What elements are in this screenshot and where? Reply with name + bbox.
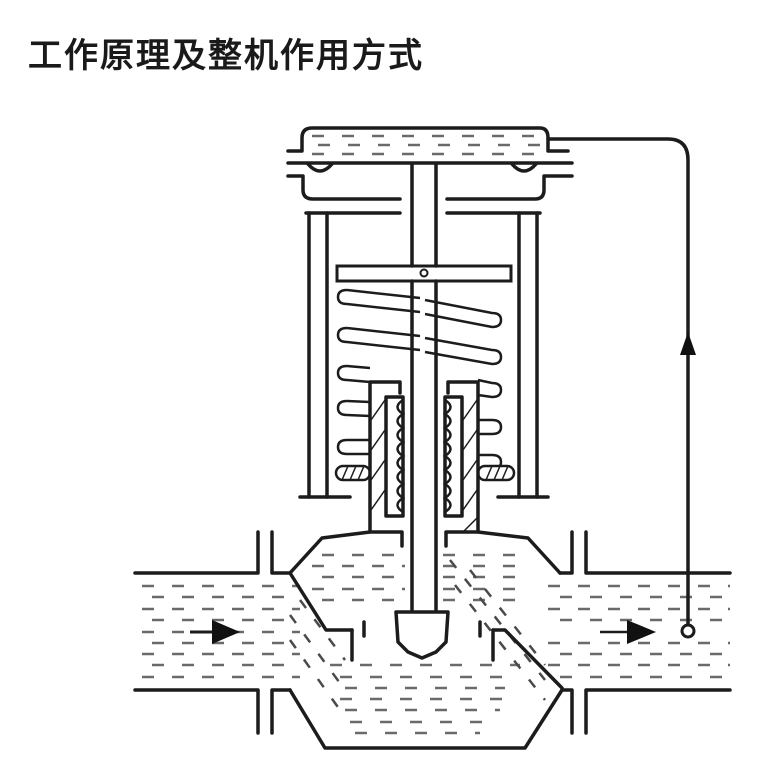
outlet-fluid bbox=[548, 584, 730, 679]
bellows bbox=[368, 380, 480, 548]
outlet-diagonal-flow bbox=[449, 559, 546, 701]
valve-stem bbox=[410, 163, 438, 612]
diagram-title: 工作原理及整机作用方式 bbox=[28, 36, 424, 76]
inlet-flow-arrow bbox=[190, 620, 240, 644]
spring bbox=[334, 288, 516, 482]
diaphragm-chamber bbox=[286, 126, 574, 201]
impulse-line bbox=[546, 137, 696, 639]
yoke bbox=[298, 211, 550, 499]
valve-plug bbox=[362, 610, 482, 660]
valve-body bbox=[133, 530, 732, 750]
inlet-diagonal-flow bbox=[288, 599, 347, 711]
chamber-fluid bbox=[312, 134, 550, 156]
lower-body-fluid bbox=[330, 663, 520, 735]
spring-plate bbox=[335, 264, 513, 283]
impulse-line-arrow bbox=[680, 332, 696, 355]
inlet-fluid bbox=[142, 584, 300, 679]
outlet-flow-arrow bbox=[600, 620, 656, 644]
